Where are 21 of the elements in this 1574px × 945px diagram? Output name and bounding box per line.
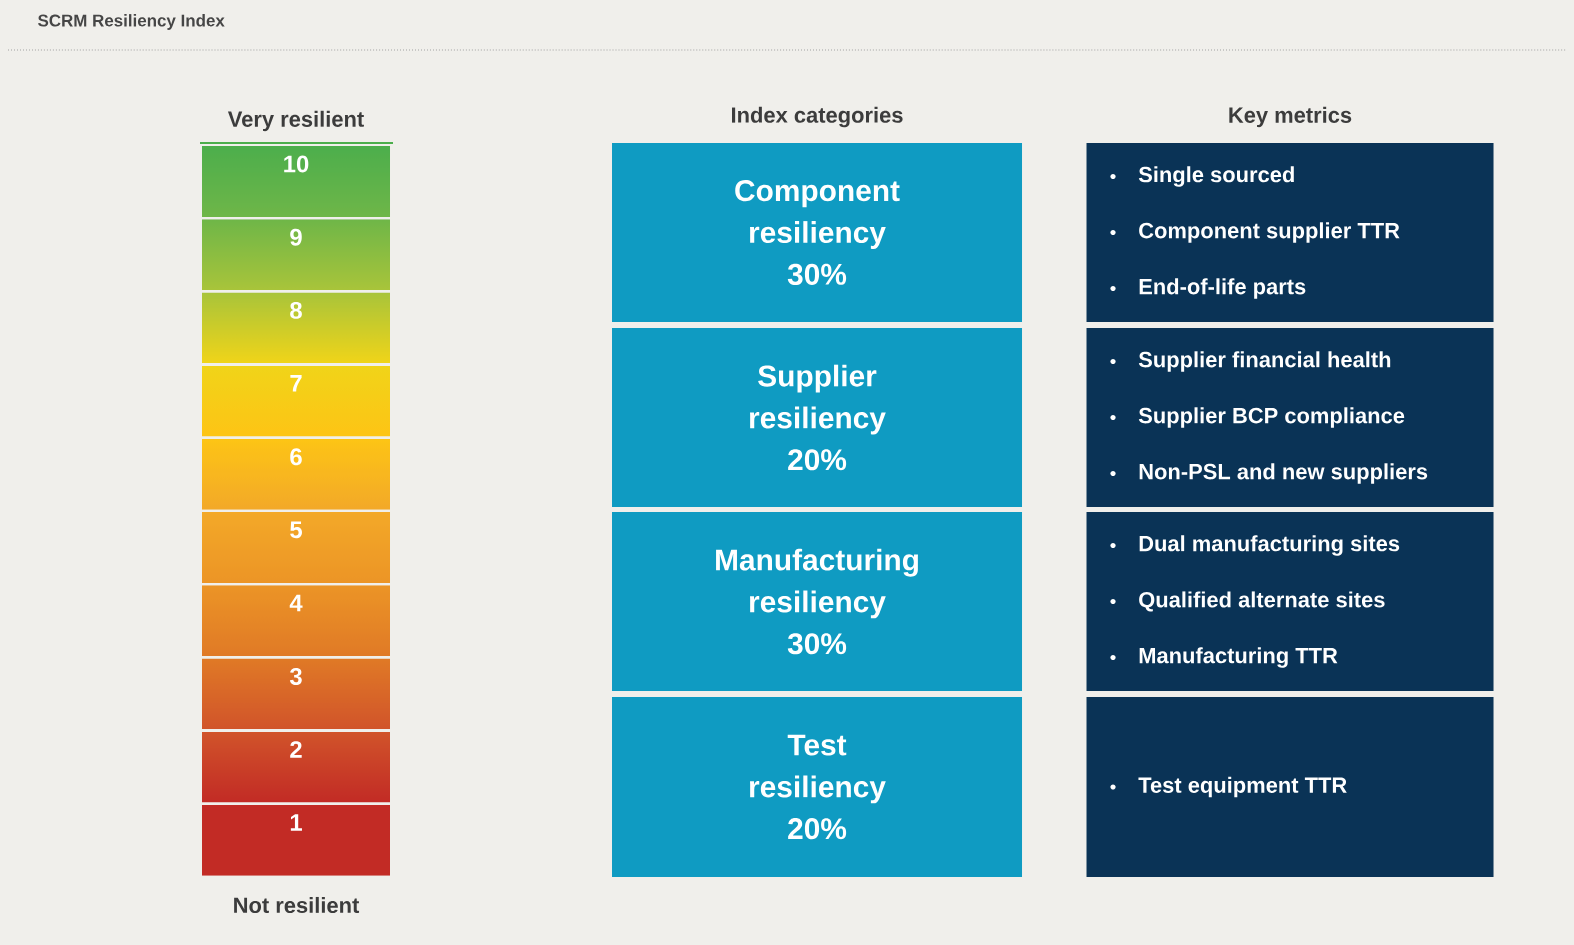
heading: Not resilient (234, 896, 360, 914)
scale-cell: 3 (289, 667, 302, 685)
title: SCRM Resiliency Index (38, 14, 225, 30)
category-box: Test resiliency 20% (612, 697, 1022, 877)
metrics-box: Single sourced Component supplier TTR End-of-life parts (1086, 143, 1494, 322)
category-box: Manufacturing resiliency 30% (612, 512, 1022, 691)
heading: Very resilient (227, 110, 364, 132)
category-box: Supplier resiliency 20% (612, 328, 1022, 507)
metrics-box: Dual manufacturing sites Qualified alternate sites Manufacturing TTR (1086, 512, 1494, 691)
scale-cell: 4 (289, 594, 303, 612)
metrics-box: Test equipment TTR (1086, 697, 1494, 877)
scale-cell: 1 (290, 814, 302, 831)
scale-cell: 2 (290, 741, 302, 758)
scale-cell: 10 (284, 155, 309, 173)
scale-cell: 9 (290, 228, 302, 246)
scale-cell: 8 (290, 301, 302, 319)
scale-cell: 6 (290, 448, 302, 466)
scale-cell: 5 (290, 521, 302, 539)
scale-cell: 7 (290, 375, 302, 392)
category-box: Component resiliency 30% (612, 143, 1022, 322)
metrics-box: Supplier financial health Supplier BCP compliance Non-PSL and new suppliers (1086, 328, 1494, 507)
